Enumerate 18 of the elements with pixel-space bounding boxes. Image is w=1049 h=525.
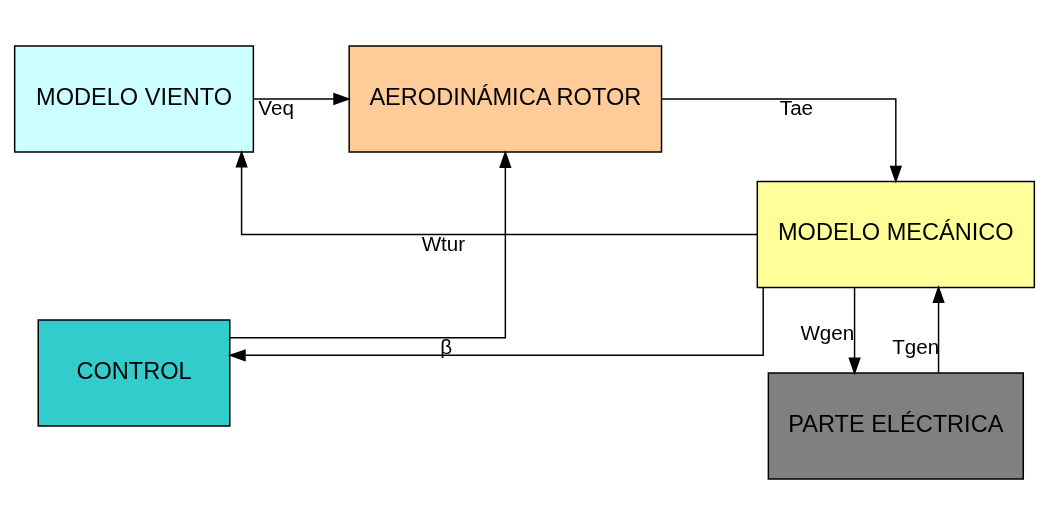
arrow [848, 287, 861, 376]
node-box: CONTROL [37, 319, 231, 427]
arrow [661, 98, 902, 184]
arrow [235, 149, 758, 236]
arrow [932, 285, 945, 374]
edge-label: β [440, 335, 453, 359]
arrow [252, 92, 351, 106]
arrow [228, 287, 764, 362]
node-box: MODELO MECÁNICO [756, 180, 1036, 289]
node-box: PARTE ELÉCTRICA [767, 372, 1024, 480]
edge-label: Wtur [421, 232, 466, 256]
edge-label: Wgen [800, 320, 855, 344]
edge-label: Tgen [892, 335, 940, 358]
node-box: MODELO VIENTO [13, 45, 255, 153]
node-box: AERODINÁMICA ROTOR [348, 45, 663, 153]
edge-label: Veq [258, 96, 294, 120]
edge-label: Tae [779, 96, 814, 120]
arrow [229, 150, 512, 339]
